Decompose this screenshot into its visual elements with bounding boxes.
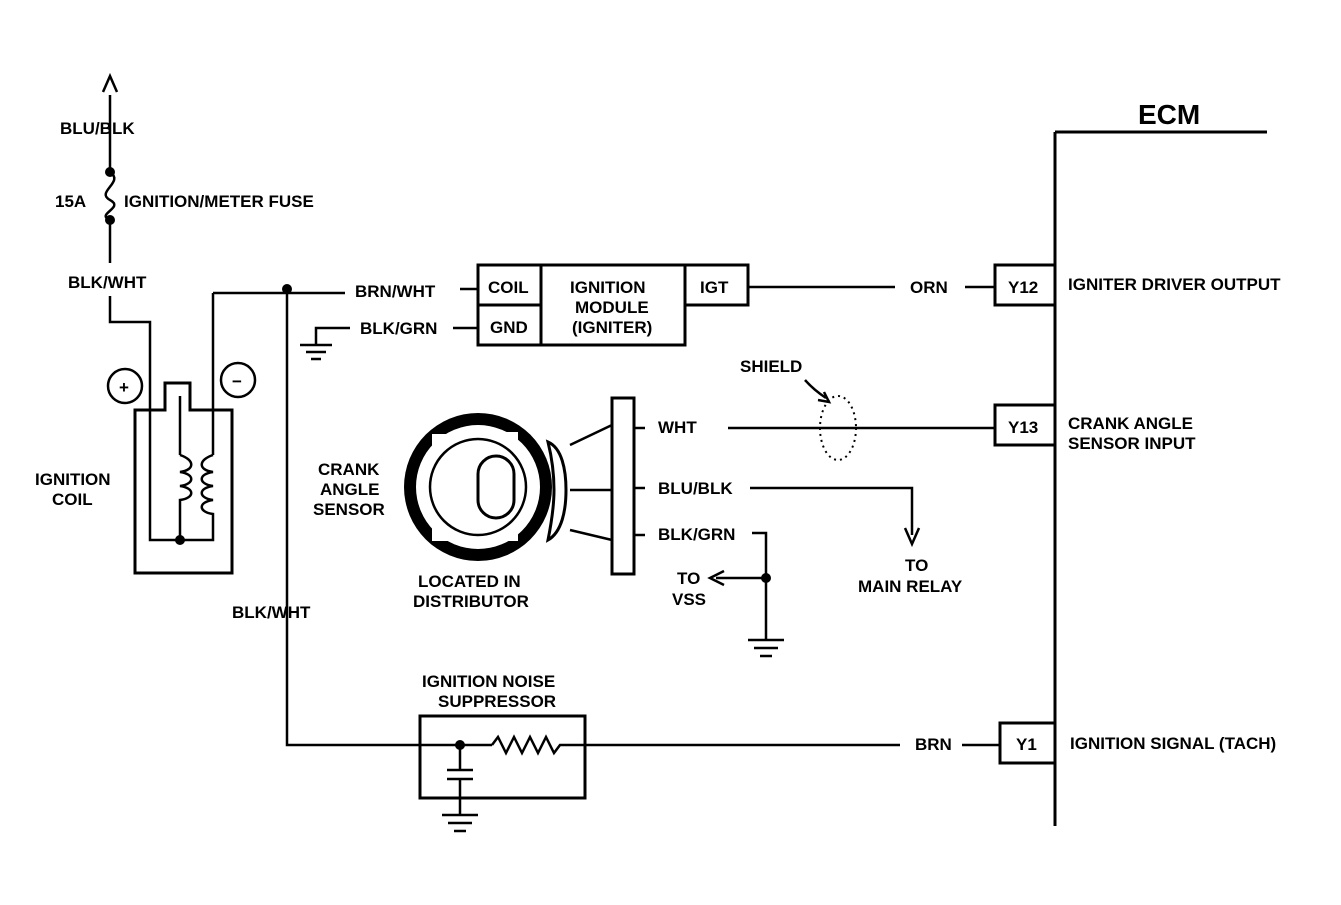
module-ground: BLK/GRN — [300, 319, 478, 361]
suppressor-label-line1: IGNITION NOISE — [422, 672, 555, 691]
ground-icon — [300, 343, 332, 361]
coil-output-wiring: BRN/WHT BLK/WHT — [213, 282, 478, 747]
module-name-line1: IGNITION — [570, 278, 646, 297]
module-gnd-label: GND — [490, 318, 528, 337]
y1-pin: Y1 — [1016, 735, 1037, 754]
sensor-label-line2: ANGLE — [320, 480, 380, 499]
blu-blk-wire — [750, 486, 914, 535]
coil-plus-terminal — [106, 367, 144, 405]
shield-icon — [819, 395, 857, 461]
crank-angle-sensor: CRANK ANGLE SENSOR LOCATED IN DISTRIBUTO… — [313, 396, 636, 611]
coil-primary-left — [148, 388, 180, 542]
ecm-pin-y1: Y1 IGNITION SIGNAL (TACH) — [998, 721, 1276, 765]
blk-grn-sensor-label: BLK/GRN — [658, 525, 735, 544]
shield-label: SHIELD — [740, 357, 802, 376]
ecm: ECM — [1053, 99, 1267, 826]
ignition-coil: + − IGNITION COIL — [35, 293, 257, 575]
coil-plus-sign: + — [119, 378, 129, 397]
primary-winding-icon — [178, 453, 193, 540]
y12-label: IGNITER DRIVER OUTPUT — [1068, 275, 1281, 294]
supply-arrow-icon — [101, 72, 119, 93]
coil-label-line2: COIL — [52, 490, 93, 509]
fuse-out-wire-label: BLK/WHT — [68, 273, 147, 292]
sensor-window-4 — [496, 527, 518, 541]
y1-label: IGNITION SIGNAL (TACH) — [1070, 734, 1276, 753]
coil-minus-sign: − — [232, 372, 242, 391]
blk-grn-sensor-wire — [752, 531, 768, 640]
sensor-wiring: WHT SHIELD BLU/BLK TO MAIN RELAY BLK/GRN… — [634, 357, 995, 658]
module-coil-pin — [476, 263, 543, 307]
ecm-title: ECM — [1138, 99, 1200, 130]
blk-wht-feed-wire — [285, 289, 420, 747]
orn-wire-label: ORN — [910, 278, 948, 297]
blk-grn-module-label: BLK/GRN — [360, 319, 437, 338]
module-name-line2: MODULE — [575, 298, 649, 317]
brn-wht-label: BRN/WHT — [355, 282, 436, 301]
coil-junction — [175, 535, 185, 545]
resistor-icon — [491, 734, 585, 756]
blu-blk-wire-label: BLU/BLK — [658, 479, 733, 498]
sensor-location-line2: DISTRIBUTOR — [413, 592, 529, 611]
capacitor-icon — [447, 745, 473, 815]
sensor-disc — [428, 437, 528, 537]
ecm-pin-y12: Y12 IGNITER DRIVER OUTPUT — [993, 263, 1281, 307]
fuse-name: IGNITION/METER FUSE — [124, 192, 314, 211]
pickup-coil-icon — [545, 439, 568, 543]
to-main-relay-line2: MAIN RELAY — [858, 577, 963, 596]
fuse-circuit: BLU/BLK 15A IGNITION/METER FUSE BLK/WHT — [55, 72, 314, 388]
main-relay-arrow-icon — [903, 527, 921, 548]
sensor-window-2 — [496, 432, 518, 446]
sensor-shaft — [476, 454, 516, 520]
module-igt-pin — [683, 263, 750, 307]
ecm-pin-y13: Y13 CRANK ANGLE SENSOR INPUT — [993, 403, 1196, 453]
y13-label-line2: SENSOR INPUT — [1068, 434, 1196, 453]
coil-plus-wire — [108, 296, 152, 388]
module-gnd-pin — [476, 303, 543, 347]
suppressor-box — [418, 714, 587, 800]
sensor-location-line1: LOCATED IN — [418, 572, 521, 591]
sensor-label-line3: SENSOR — [313, 500, 385, 519]
to-vss-line1: TO — [677, 569, 700, 588]
ignition-noise-suppressor: IGNITION NOISE SUPPRESSOR BRN — [418, 672, 1000, 833]
sensor-label-line1: CRANK — [318, 460, 380, 479]
wht-wire-label: WHT — [658, 418, 697, 437]
sensor-ground-icon — [748, 638, 784, 658]
module-name-line3: (IGNITER) — [572, 318, 652, 337]
module-igt-label: IGT — [700, 278, 729, 297]
sensor-window-3 — [432, 527, 454, 541]
sensor-window-1 — [432, 434, 454, 448]
brn-wire-label: BRN — [915, 735, 952, 754]
secondary-winding-icon — [180, 453, 215, 542]
to-vss-line2: VSS — [672, 590, 706, 609]
y13-label-line1: CRANK ANGLE — [1068, 414, 1193, 433]
supply-wire-label: BLU/BLK — [60, 119, 135, 138]
ignition-module: COIL GND IGNITION MODULE (IGNITER) IGT O… — [476, 263, 995, 347]
module-coil-label: COIL — [488, 278, 529, 297]
fuse-rating: 15A — [55, 192, 86, 211]
y12-pin: Y12 — [1008, 278, 1038, 297]
blk-wht-feed-label: BLK/WHT — [232, 603, 311, 622]
y13-pin: Y13 — [1008, 418, 1038, 437]
suppressor-label-line2: SUPPRESSOR — [438, 692, 556, 711]
sensor-connector — [610, 396, 636, 576]
coil-minus-terminal — [219, 361, 257, 399]
vss-arrow-icon — [707, 569, 725, 587]
coil-housing — [133, 381, 234, 575]
coil-label-line1: IGNITION — [35, 470, 111, 489]
fuse-icon — [104, 170, 116, 222]
suppressor-ground-icon — [442, 813, 478, 833]
to-main-relay-line1: TO — [905, 556, 928, 575]
